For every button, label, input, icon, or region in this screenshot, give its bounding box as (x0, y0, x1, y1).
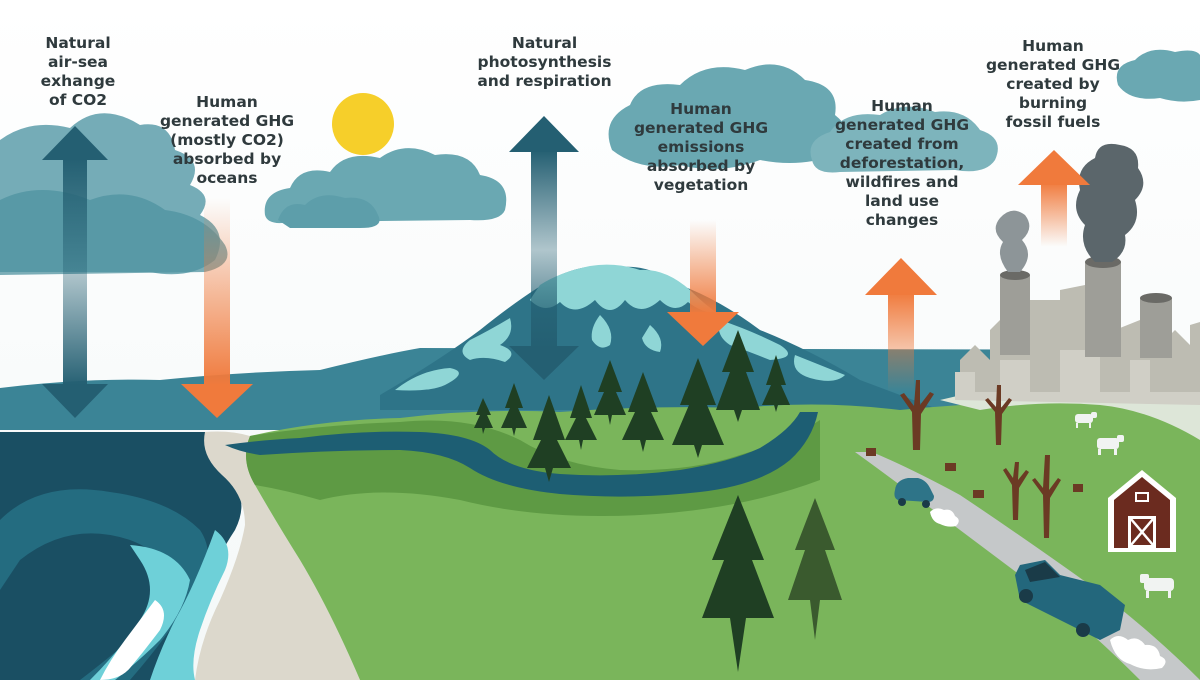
wave-icon (0, 489, 229, 680)
barn-icon (1108, 470, 1176, 552)
city-buildings-light (955, 350, 1200, 405)
deforestation-emission-label: Human generated GHG created from defores… (834, 97, 970, 229)
dead-tree-icon (866, 380, 1083, 538)
tree-icon (702, 495, 774, 672)
beach (195, 431, 360, 680)
cloud-icon (1116, 49, 1200, 102)
fossil-fuel-emission-arrow (1018, 150, 1090, 247)
photosynthesis-arrow (509, 116, 579, 380)
truck-icon (1015, 560, 1166, 670)
vegetation-absorption-label: Human generated GHG emissions absorbed b… (633, 100, 769, 194)
cow-icon (1097, 435, 1124, 455)
smoke-icon (995, 143, 1144, 272)
car-icon (894, 478, 959, 527)
deforestation-emission-arrow (865, 258, 937, 392)
sun-icon (332, 93, 394, 155)
ocean-absorption-arrow (181, 198, 253, 418)
tree-icon (788, 498, 842, 640)
cloud-icon (810, 106, 998, 173)
vegetation-absorption-arrow (667, 220, 739, 346)
air-sea-exchange-label: Natural air-sea exhange of CO2 (40, 34, 116, 109)
ocean-absorption-label: Human generated GHG (mostly CO2) absorbe… (159, 93, 295, 187)
cloud-icon (0, 190, 228, 275)
natural-air-sea-arrow (42, 126, 108, 418)
cow-icon (1075, 412, 1097, 428)
tree-icon (474, 330, 790, 482)
cow-icon (1140, 574, 1174, 598)
mountain-icon (380, 264, 940, 410)
photosynthesis-label: Natural photosynthesis and respiration (477, 34, 612, 90)
cloud-icon (278, 195, 380, 228)
cloud-icon (608, 64, 848, 169)
river (225, 412, 818, 497)
fossil-fuel-emission-label: Human generated GHG created by burning f… (985, 37, 1121, 131)
